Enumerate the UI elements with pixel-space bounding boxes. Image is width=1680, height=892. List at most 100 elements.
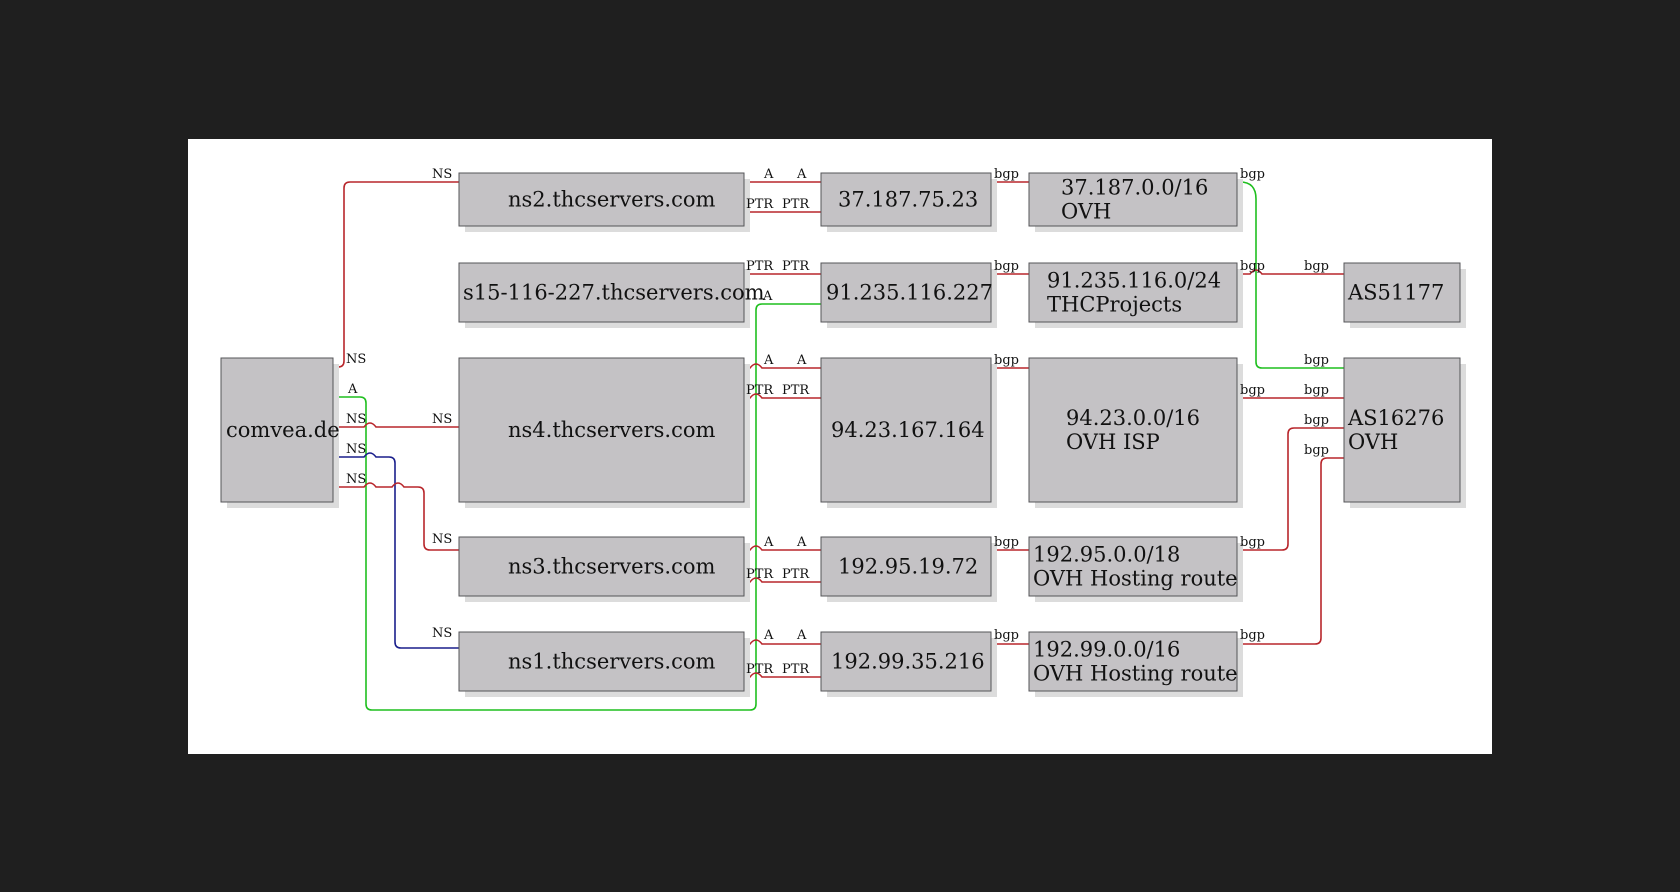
edge-label-ptr: PTR xyxy=(746,662,774,677)
node-box xyxy=(1028,357,1238,503)
node-box xyxy=(820,536,992,597)
node-box xyxy=(820,631,992,692)
edge-connector xyxy=(1237,457,1344,645)
edge-label-ptr: PTR xyxy=(746,259,774,274)
edge-label-bgp: bgp xyxy=(994,535,1019,550)
node-ns3[interactable]: ns3.thcservers.com xyxy=(458,536,750,602)
node-label: 192.95.19.72 xyxy=(838,555,978,579)
edge-label-ns: NS xyxy=(432,626,452,641)
node-label: 192.99.0.0/16 xyxy=(1033,638,1180,662)
node-box xyxy=(1343,357,1461,503)
edge-connector xyxy=(1237,427,1344,551)
node-ip5[interactable]: 192.99.35.216 xyxy=(820,631,997,697)
edge-connector xyxy=(744,577,821,583)
edge-label-bgp: bgp xyxy=(1304,383,1329,398)
node-ns4[interactable]: ns4.thcservers.com xyxy=(458,357,750,508)
edge-label-bgp: bgp xyxy=(1240,628,1265,643)
edge-label-bgp: bgp xyxy=(994,259,1019,274)
network-diagram: comvea.de ns2.thcservers.com s15-116-227.t… xyxy=(220,167,1466,711)
edge-connector xyxy=(333,303,821,711)
node-label: ns1.thcservers.com xyxy=(508,650,715,674)
edge-label-a: A xyxy=(796,535,807,550)
edge-connector xyxy=(744,393,821,399)
edge-label-a: A xyxy=(796,167,807,182)
node-box xyxy=(458,172,745,227)
edge-label-bgp: bgp xyxy=(1304,353,1329,368)
node-label: s15-116-227.thcservers.com xyxy=(463,281,765,305)
node-label: 192.95.0.0/18 xyxy=(1033,543,1180,567)
node-box xyxy=(458,631,745,692)
node-ip4[interactable]: 192.95.19.72 xyxy=(820,536,997,602)
node-box xyxy=(220,357,334,503)
node-box xyxy=(820,262,992,323)
node-label: ns4.thcservers.com xyxy=(508,418,715,442)
node-label: OVH xyxy=(1348,430,1398,454)
node-box xyxy=(1028,172,1238,227)
edge-label-ptr: PTR xyxy=(782,383,810,398)
node-label: THCProjects xyxy=(1047,293,1182,317)
node-s15[interactable]: s15-116-227.thcservers.com xyxy=(458,262,765,328)
edge-label-ptr: PTR xyxy=(782,259,810,274)
edge-label-bgp: bgp xyxy=(994,353,1019,368)
node-label: 192.99.35.216 xyxy=(831,650,985,674)
node-label: OVH Hosting route xyxy=(1033,567,1238,591)
node-box xyxy=(1028,631,1238,692)
edge-label-ns: NS xyxy=(346,472,366,487)
edge-label-ptr: PTR xyxy=(746,197,774,212)
node-ip3[interactable]: 94.23.167.164 xyxy=(820,357,997,508)
node-box xyxy=(820,357,992,503)
node-ip2[interactable]: 91.235.116.227 xyxy=(820,262,997,328)
edge-label-ns: NS xyxy=(432,167,452,182)
edge-label-bgp: bgp xyxy=(1304,443,1329,458)
edge-label-a: A xyxy=(796,628,807,643)
node-label: ns2.thcservers.com xyxy=(508,188,715,212)
edge-label-ns: NS xyxy=(346,352,366,367)
node-box xyxy=(1028,536,1238,597)
node-label: OVH xyxy=(1061,200,1111,224)
node-label: OVH Hosting route xyxy=(1033,662,1238,686)
edge-connector xyxy=(333,452,459,649)
edge-label-bgp: bgp xyxy=(1304,413,1329,428)
node-ns1[interactable]: ns1.thcservers.com xyxy=(458,631,750,697)
edge-label-a: A xyxy=(763,535,774,550)
node-label: 94.23.167.164 xyxy=(831,418,985,442)
node-box xyxy=(1028,262,1238,323)
edge-connector xyxy=(1237,181,1344,369)
edge-label-bgp: bgp xyxy=(1240,167,1265,182)
node-comvea[interactable]: comvea.de xyxy=(220,357,340,508)
node-box xyxy=(458,536,745,597)
node-box xyxy=(458,357,745,503)
node-label: 91.235.116.0/24 xyxy=(1047,269,1221,293)
edge-connector xyxy=(333,482,459,551)
node-box xyxy=(458,262,745,323)
edge-label-a: A xyxy=(763,628,774,643)
edge-label-bgp: bgp xyxy=(1304,259,1329,274)
node-label: comvea.de xyxy=(226,418,340,442)
node-as1[interactable]: AS51177 xyxy=(1343,262,1466,328)
edge-connector xyxy=(744,639,821,645)
node-box xyxy=(1343,262,1461,323)
node-label: OVH ISP xyxy=(1066,430,1160,454)
edge-connector xyxy=(744,363,821,369)
edge-layer xyxy=(333,181,1344,711)
node-ns2[interactable]: ns2.thcservers.com xyxy=(458,172,750,232)
node-label: AS51177 xyxy=(1347,281,1444,305)
edge-label-bgp: bgp xyxy=(994,628,1019,643)
edge-label-ptr: PTR xyxy=(746,383,774,398)
node-label: 37.187.0.0/16 xyxy=(1061,176,1208,200)
node-ip1[interactable]: 37.187.75.23 xyxy=(820,172,997,232)
edge-label-ptr: PTR xyxy=(746,567,774,582)
node-label: 94.23.0.0/16 xyxy=(1066,406,1200,430)
node-layer: comvea.de ns2.thcservers.com s15-116-227.t… xyxy=(220,172,1466,697)
edge-label-ptr: PTR xyxy=(782,567,810,582)
edge-label-a: A xyxy=(796,353,807,368)
edge-label-ptr: PTR xyxy=(782,197,810,212)
edge-label-bgp: bgp xyxy=(994,167,1019,182)
